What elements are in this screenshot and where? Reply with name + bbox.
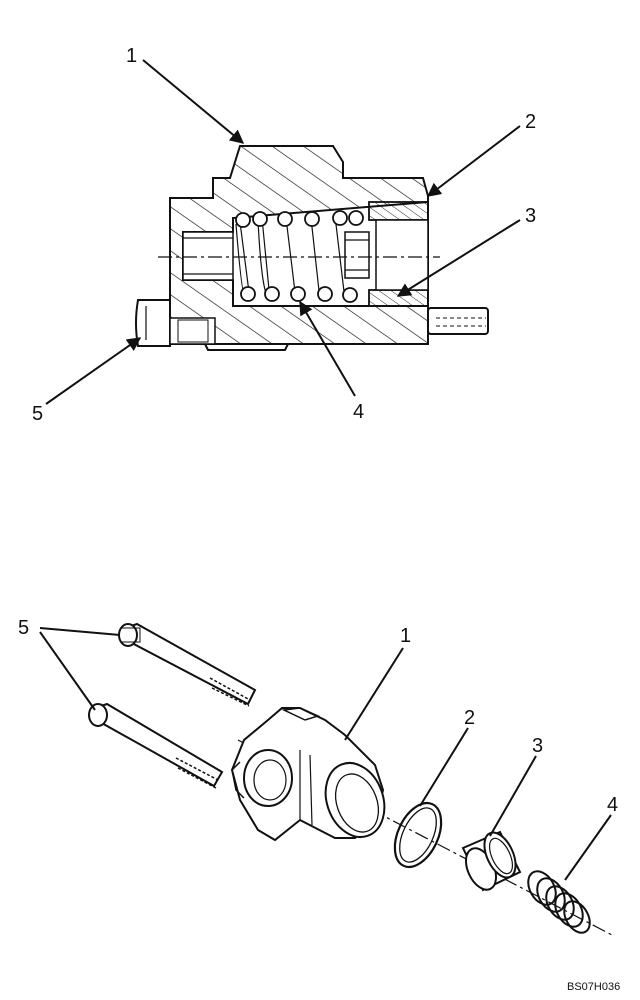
callout-3-exploded: 3 <box>532 735 543 757</box>
valve-housing-section <box>169 145 429 345</box>
callout-3: 3 <box>525 205 536 227</box>
o-ring <box>393 801 443 869</box>
bolt-upper <box>118 622 257 707</box>
callout-1: 1 <box>126 45 137 67</box>
exploded-view: 5 1 2 3 4 <box>18 617 618 936</box>
callout-2: 2 <box>525 111 536 133</box>
leader-3 <box>396 219 521 297</box>
sectional-view: 1 2 3 4 5 <box>32 45 536 425</box>
leader-5b <box>39 631 96 711</box>
spring-coil-top <box>235 210 364 228</box>
leader-5 <box>45 337 142 405</box>
sleeve <box>461 830 522 892</box>
plunger-section <box>344 231 370 279</box>
callout-4: 4 <box>353 401 364 423</box>
spring-coil-bottom <box>240 286 358 303</box>
spring <box>527 870 591 934</box>
leader-2-exploded <box>419 727 469 807</box>
spring-section <box>235 210 364 303</box>
bolt-section <box>135 299 489 351</box>
drawing-code: BS07H036 <box>567 981 620 993</box>
leader-1-exploded <box>344 647 404 741</box>
callout-2-exploded: 2 <box>464 707 475 729</box>
valve-housing <box>230 707 386 842</box>
callout-5-exploded: 5 <box>18 617 29 639</box>
leader-2 <box>426 125 521 197</box>
callout-5: 5 <box>32 403 43 425</box>
sleeve-section <box>368 201 429 307</box>
leader-3-exploded <box>489 755 537 837</box>
leader-1 <box>142 59 245 144</box>
callout-1-exploded: 1 <box>400 625 411 647</box>
bolt-lower <box>88 702 224 789</box>
leader-4 <box>299 300 356 397</box>
leader-4-exploded <box>564 814 612 881</box>
callout-4-exploded: 4 <box>607 794 618 816</box>
leader-5a <box>39 627 121 636</box>
